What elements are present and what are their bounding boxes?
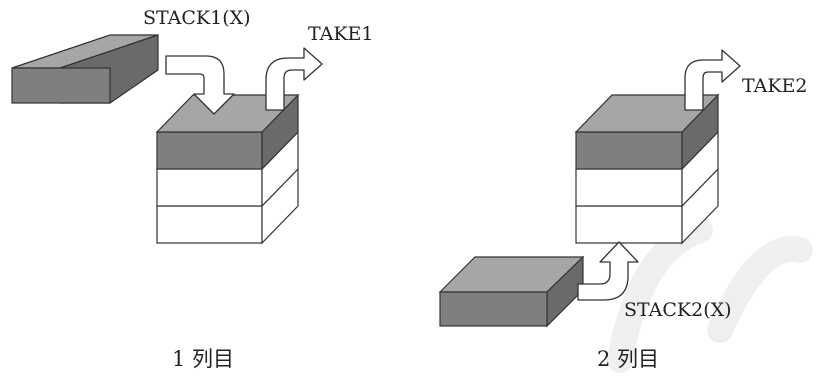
- stack-label-2: STACK2(X): [624, 299, 732, 321]
- stack-2-box-bottom: [575, 167, 719, 245]
- stack-2-box-middle: [575, 130, 719, 208]
- arrow-out-1: [265, 47, 323, 111]
- stack-1-box-middle: [156, 130, 299, 208]
- stack-2: [574, 93, 720, 245]
- stack-1-box-bottom: [156, 167, 299, 245]
- take-label-2: TAKE2: [742, 75, 808, 97]
- stack-1-box-top: [155, 93, 300, 171]
- stack-label-1: STACK1(X): [143, 7, 251, 29]
- arrow-in-1: [165, 55, 235, 115]
- caption-column-1: 1 列目: [172, 347, 234, 371]
- stack-2-box-top: [574, 93, 720, 171]
- arrow-in-2: [577, 241, 639, 301]
- watermark: [607, 217, 813, 373]
- diagram-column-2: TAKE2 STACK2(X) 2 列目: [438, 49, 808, 371]
- incoming-box-2: [438, 255, 585, 328]
- stack-1: [155, 93, 300, 245]
- diagram-column-1: STACK1(X) TAKE1 1 列目: [11, 7, 374, 371]
- arrow-out-2: [684, 49, 741, 111]
- incoming-box-1: [11, 34, 159, 104]
- caption-column-2: 2 列目: [597, 347, 659, 371]
- take-label-1: TAKE1: [308, 23, 374, 45]
